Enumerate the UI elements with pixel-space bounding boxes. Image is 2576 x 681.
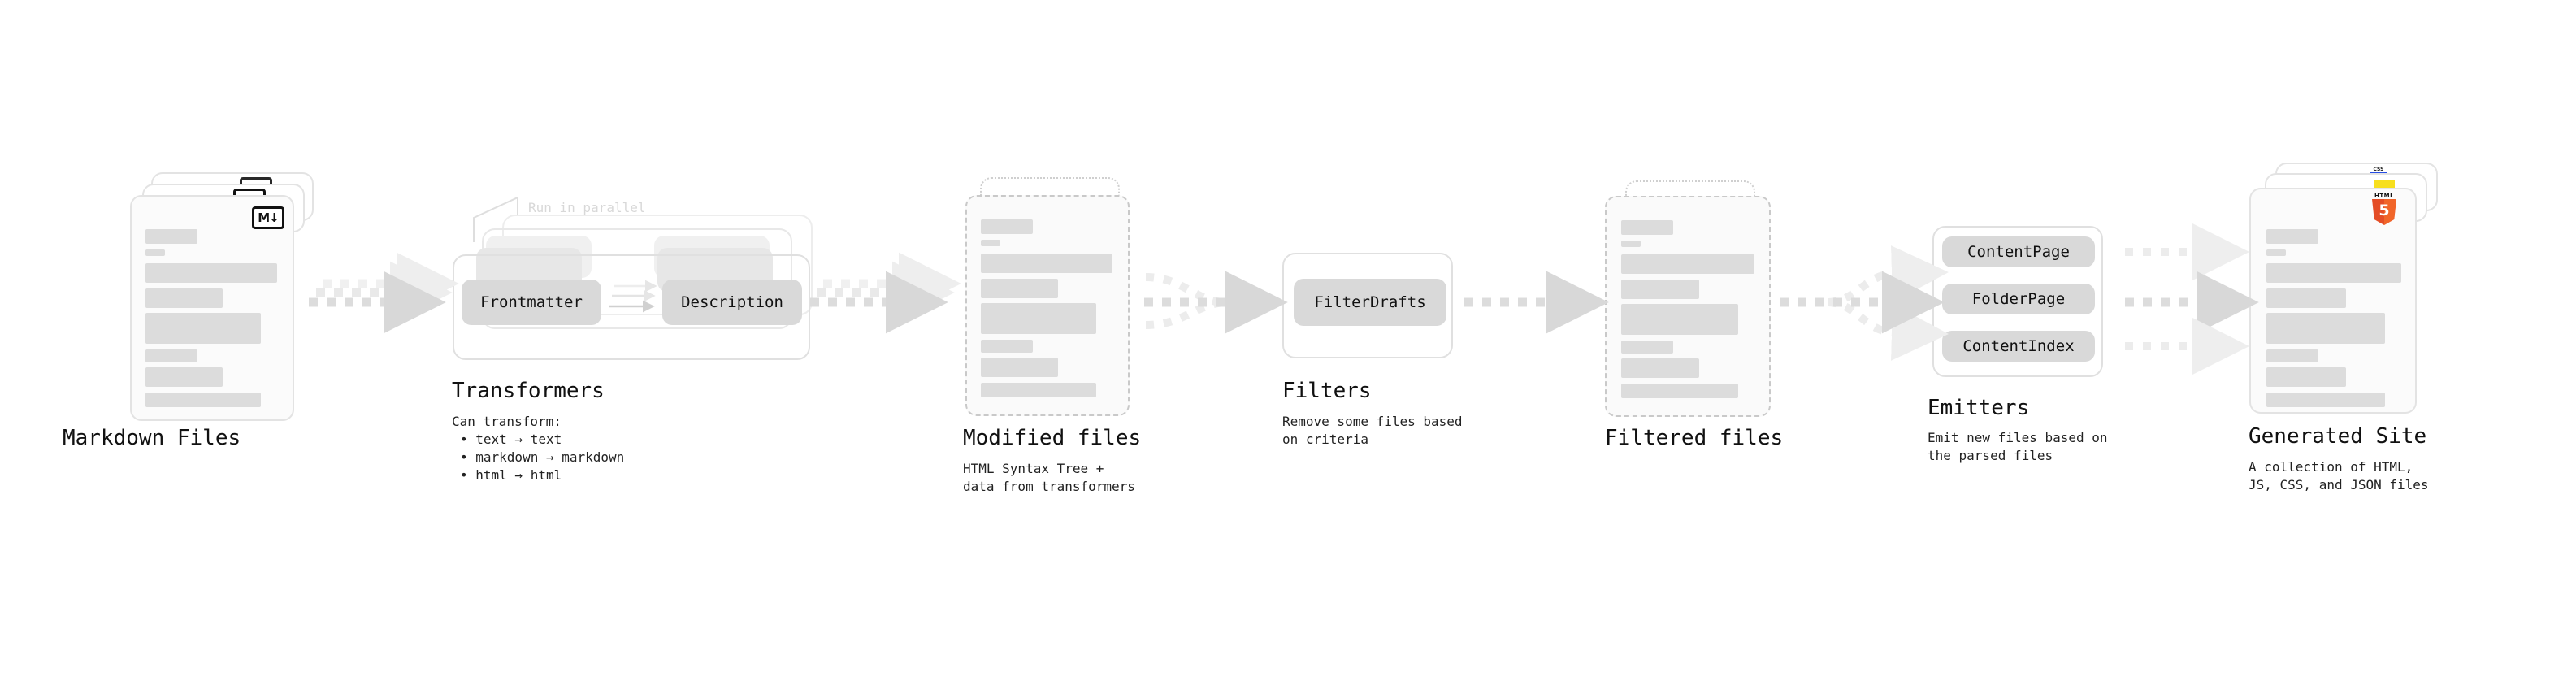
skeleton-bar [1621, 304, 1738, 335]
arrow-markdown-to-transformers [309, 252, 459, 334]
html5-icon-shield: 5 [2372, 199, 2396, 225]
skeleton-bar [981, 383, 1096, 397]
skeleton-bar [1621, 340, 1673, 354]
skeleton-bar [2266, 393, 2385, 407]
skeleton-bar [2266, 313, 2385, 344]
skeleton-bar [981, 279, 1058, 298]
stage-title-markdown-files: Markdown Files [63, 426, 241, 450]
skeleton-bar [145, 367, 223, 387]
skeleton-bar [1621, 358, 1699, 378]
skeleton-bar [2266, 249, 2286, 256]
skeleton-bar [981, 340, 1033, 353]
list-item-label: html → html [475, 467, 562, 483]
run-in-parallel-note: Run in parallel [528, 200, 646, 215]
skeleton-bar [2266, 367, 2346, 387]
arrow-emitters-to-generated-site [2125, 223, 2259, 375]
generated-card-front [2249, 188, 2417, 414]
list-item-label: text → text [475, 432, 562, 447]
transformers-bullet-list: • text → text • markdown → markdown • ht… [460, 431, 624, 484]
skeleton-bar [981, 254, 1112, 273]
modified-card-front [965, 195, 1130, 416]
html5-icon: HTML 5 [2370, 193, 2398, 225]
skeleton-bar [2266, 263, 2401, 283]
stage-title-generated-site: Generated Site [2249, 424, 2427, 449]
css-icon-label: CSS [2373, 167, 2384, 172]
emitter-chip-contentpage[interactable]: ContentPage [1942, 236, 2095, 267]
bullet-glyph: • [460, 449, 476, 465]
emitter-chip-folderpage[interactable]: FolderPage [1942, 284, 2095, 314]
list-item: • html → html [460, 466, 624, 484]
list-item: • text → text [460, 431, 624, 449]
list-item-label: markdown → markdown [475, 449, 625, 465]
skeleton-bar [1621, 254, 1754, 274]
skeleton-bar [981, 240, 1000, 246]
skeleton-bar [145, 349, 197, 362]
arrow-modified-to-filters [1144, 271, 1288, 334]
skeleton-bar [2266, 229, 2318, 244]
emitter-chip-contentindex[interactable]: ContentIndex [1942, 331, 2095, 362]
skeleton-bar [1621, 384, 1738, 398]
stage-title-filters: Filters [1282, 379, 1372, 403]
skeleton-bar [1621, 280, 1699, 299]
skeleton-bar [2266, 288, 2346, 308]
generated-site-subtitle: A collection of HTML, JS, CSS, and JSON … [2249, 459, 2429, 492]
skeleton-bar [981, 219, 1033, 234]
stage-title-emitters: Emitters [1928, 396, 2030, 420]
stage-title-transformers: Transformers [452, 379, 605, 403]
bullet-glyph: • [460, 467, 476, 483]
skeleton-bar [145, 288, 223, 308]
skeleton-bar [145, 393, 261, 407]
arrow-filtered-to-emitters [1780, 245, 1949, 361]
skeleton-bar [145, 249, 165, 256]
skeleton-bar [1621, 241, 1641, 247]
arrow-transformers-to-modified [810, 252, 961, 334]
list-item: • markdown → markdown [460, 449, 624, 466]
transformers-subtitle: Can transform: [452, 414, 562, 429]
skeleton-bar [2266, 349, 2318, 362]
html5-icon-label: HTML [2374, 193, 2395, 199]
skeleton-bar [981, 358, 1058, 377]
markdown-card-front [130, 195, 294, 421]
html5-icon-digit: 5 [2379, 201, 2390, 219]
stage-title-modified-files: Modified files [963, 426, 1142, 450]
filter-chip-filterdrafts[interactable]: FilterDrafts [1294, 279, 1446, 326]
modified-files-subtitle: HTML Syntax Tree + data from transformer… [963, 461, 1135, 494]
skeleton-bar [981, 303, 1096, 334]
filters-subtitle: Remove some files based on criteria [1282, 414, 1463, 447]
skeleton-bar [145, 229, 197, 244]
filtered-card-front [1605, 196, 1771, 417]
transformer-chip-frontmatter[interactable]: Frontmatter [462, 280, 601, 325]
emitters-subtitle: Emit new files based on the parsed files [1928, 430, 2108, 463]
skeleton-bar [145, 263, 277, 283]
skeleton-bar [1621, 220, 1673, 235]
stage-title-filtered-files: Filtered files [1605, 426, 1784, 450]
bullet-glyph: • [460, 432, 476, 447]
markdown-icon-front: M↓ [252, 206, 284, 229]
skeleton-bar [145, 313, 261, 344]
transformer-chip-description[interactable]: Description [662, 280, 802, 325]
